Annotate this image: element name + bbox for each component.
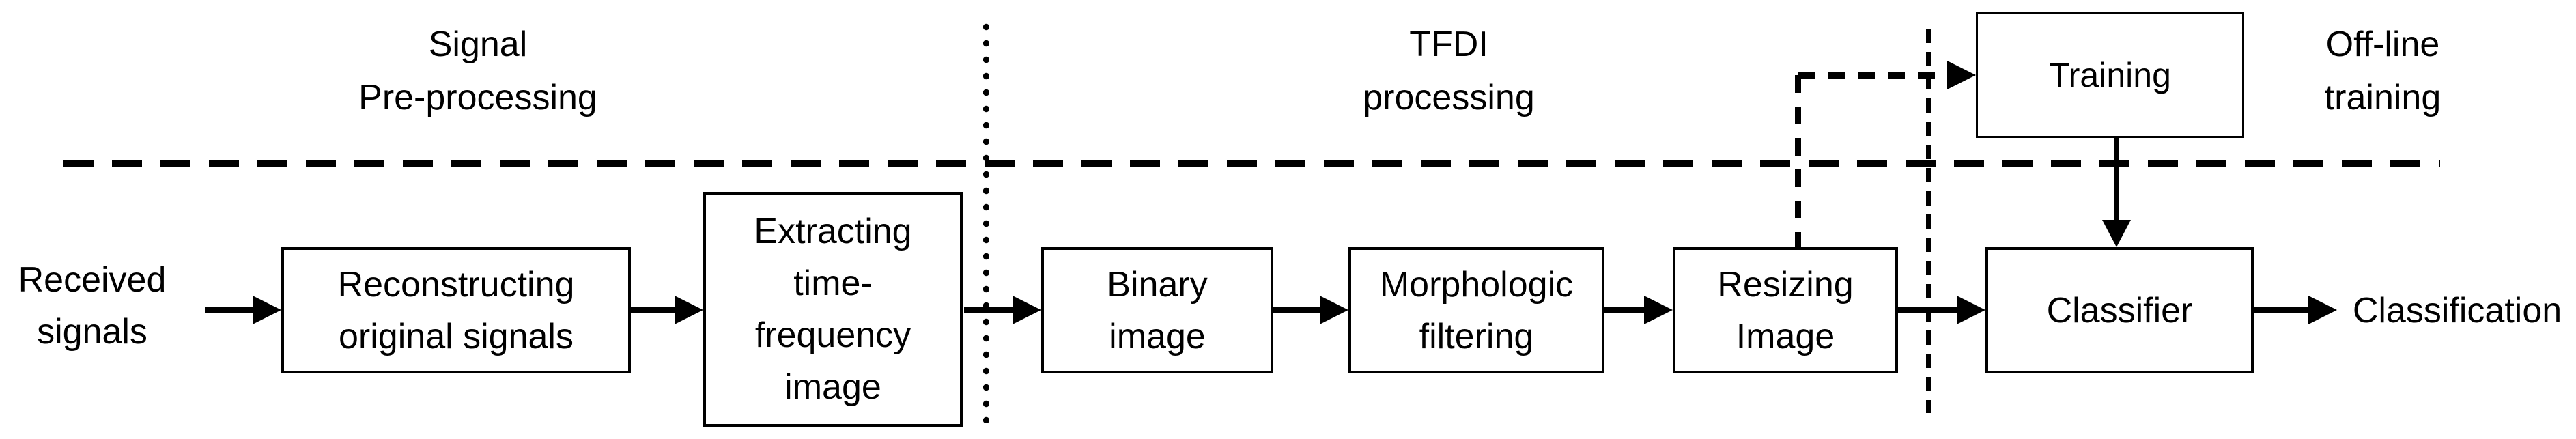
arrow-head — [675, 296, 703, 324]
arrow-training-to-classifier — [2114, 137, 2119, 225]
section-label-tfdi-processing: TFDI processing — [1363, 25, 1535, 117]
arrow-classifier-to-classification — [2254, 307, 2310, 313]
dashed-arrow-resizing-to-training-vertical — [1795, 75, 1801, 247]
arrow-extracting-to-binary — [964, 307, 1014, 313]
arrow-resizing-to-classifier — [1898, 307, 1958, 313]
arrow-head — [253, 296, 281, 324]
arrow-head — [1320, 296, 1348, 324]
horizontal-dashed-separator — [63, 160, 2440, 167]
arrow-head — [1013, 296, 1041, 324]
section-divider-tfdi-offline — [1926, 29, 1931, 413]
node-extracting-time-frequency-image: Extracting time- frequency image — [703, 192, 963, 427]
input-label-received-signals: Received signals — [18, 260, 167, 352]
node-resizing-image: Resizing Image — [1673, 247, 1898, 373]
section-divider-preprocessing-tfdi — [983, 23, 989, 423]
dashed-arrow-resizing-to-training-horizontal — [1798, 72, 1949, 79]
arrow-head — [1947, 61, 1976, 89]
arrow-head — [2308, 296, 2337, 324]
arrow-morphologic-to-resizing — [1604, 307, 1645, 313]
section-label-offline-training: Off-line training — [2324, 25, 2441, 117]
arrow-head — [1644, 296, 1673, 324]
output-label-classification: Classification — [2352, 290, 2562, 330]
node-classifier: Classifier — [1985, 247, 2254, 373]
node-morphologic-filtering: Morphologic filtering — [1348, 247, 1604, 373]
arrow-binary-to-morphologic — [1273, 307, 1321, 313]
section-label-signal-preprocessing: Signal Pre-processing — [358, 25, 597, 117]
node-binary-image: Binary image — [1041, 247, 1273, 373]
arrow-head — [2102, 220, 2131, 247]
arrow-head — [1957, 296, 1985, 324]
arrow-received-to-reconstructing — [205, 307, 254, 313]
arrow-reconstructing-to-extracting — [631, 307, 679, 313]
node-training: Training — [1976, 12, 2244, 138]
node-reconstructing-original-signals: Reconstructing original signals — [281, 247, 631, 373]
